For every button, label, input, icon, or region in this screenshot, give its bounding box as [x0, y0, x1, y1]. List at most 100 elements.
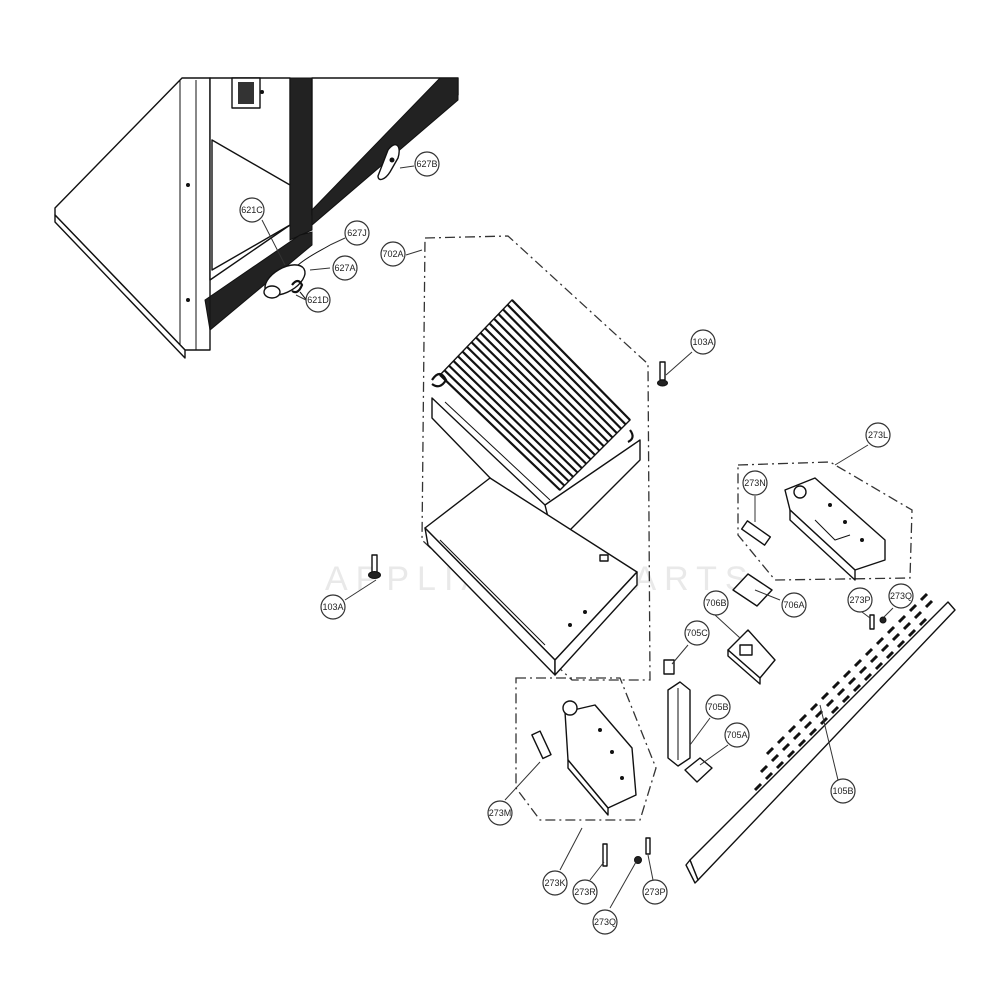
grille-slot: [902, 621, 912, 631]
control-board-273l: [784, 477, 886, 581]
svg-text:706A: 706A: [783, 600, 804, 610]
svg-text:705C: 705C: [686, 628, 708, 638]
callout-273q-right: 273Q: [888, 583, 914, 609]
svg-text:273K: 273K: [544, 878, 565, 888]
grille-slot: [820, 691, 830, 701]
roller-assembly: [263, 244, 331, 306]
assembly-outline-273l: [737, 461, 913, 581]
callout-706a: 706A: [781, 592, 807, 618]
fuse-273n: [740, 520, 772, 546]
callout-621c: 621C: [239, 197, 265, 223]
callout-705b: 705B: [705, 694, 731, 720]
grille-slot: [792, 731, 802, 741]
callout-273q-bottom: 273Q: [592, 909, 618, 935]
svg-text:273Q: 273Q: [594, 917, 616, 927]
grille-slot: [753, 782, 763, 792]
callout-627b: 627B: [414, 151, 440, 177]
svg-text:103A: 103A: [322, 602, 343, 612]
coil-fin: [448, 364, 570, 483]
clip-705c: [663, 659, 675, 675]
coil-fin: [439, 374, 561, 491]
grille-slot: [831, 680, 841, 690]
svg-text:705B: 705B: [707, 702, 728, 712]
grille-slot: [759, 764, 769, 774]
grille-slot: [858, 665, 868, 675]
coil-fin: [484, 327, 605, 448]
grille-slot: [830, 705, 840, 715]
small-screws-right: [869, 614, 887, 630]
screw-103a-top: [657, 361, 668, 387]
fuse-273m: [531, 730, 552, 760]
callout-273p-right: 273P: [847, 587, 873, 613]
relay-706b: [727, 629, 776, 685]
coil-fin: [475, 336, 596, 456]
svg-text:627J: 627J: [347, 228, 367, 238]
coil-fin: [502, 308, 623, 430]
callout-105b: 105B: [830, 778, 856, 804]
grille-slot: [814, 709, 824, 719]
grille-slot: [836, 687, 846, 697]
svg-text:105B: 105B: [832, 786, 853, 796]
svg-text:273M: 273M: [489, 808, 512, 818]
svg-text:627A: 627A: [334, 263, 355, 273]
svg-text:273P: 273P: [644, 887, 665, 897]
bracket-705b: [667, 681, 691, 767]
grille-slot: [891, 632, 901, 642]
front-grille-105b: [685, 592, 956, 884]
grille-slot: [885, 650, 895, 660]
grille-slot: [803, 720, 813, 730]
callout-273k: 273K: [542, 870, 568, 896]
coil-fin: [479, 332, 601, 452]
grille-slot: [776, 735, 786, 745]
callout-627a: 627A: [332, 255, 358, 281]
callout-273l: 273L: [865, 422, 891, 448]
svg-text:627B: 627B: [416, 159, 437, 169]
grille-slot: [808, 727, 818, 737]
grille-slot: [852, 683, 862, 693]
grille-slot: [924, 599, 934, 609]
svg-text:273L: 273L: [868, 430, 888, 440]
grille-slot: [907, 628, 917, 638]
callout-273r: 273R: [572, 879, 598, 905]
callout-706b: 706B: [703, 590, 729, 616]
grille-slot: [869, 654, 879, 664]
grille-slot: [853, 658, 863, 668]
svg-text:273N: 273N: [744, 478, 766, 488]
assembly-outline-702a: [421, 235, 651, 681]
grille-slot: [863, 672, 873, 682]
coil-fin: [493, 317, 614, 439]
grille-slot: [897, 614, 907, 624]
svg-text:273R: 273R: [574, 887, 596, 897]
callout-103a-top: 103A: [690, 329, 716, 355]
svg-text:702A: 702A: [382, 249, 403, 259]
grille-slot: [908, 603, 918, 613]
drain-tray: [424, 477, 638, 676]
cabinet-corner: [54, 77, 459, 359]
svg-text:273Q: 273Q: [890, 591, 912, 601]
grille-slot: [874, 661, 884, 671]
grille-slot: [875, 636, 885, 646]
svg-text:273P: 273P: [849, 595, 870, 605]
grille-slot: [842, 669, 852, 679]
grille-slot: [913, 610, 923, 620]
callout-621d: 621D: [305, 287, 331, 313]
callout-705a: 705A: [724, 722, 750, 748]
grille-slot: [765, 746, 775, 756]
callout-273n: 273N: [742, 470, 768, 496]
hinge-bracket-627b: [377, 144, 400, 181]
coil-fin: [470, 341, 592, 461]
coil-fin: [461, 350, 583, 469]
coil-fin: [443, 369, 566, 487]
grille-slot: [847, 676, 857, 686]
grille-slot: [864, 647, 874, 657]
plate-705a: [684, 757, 713, 783]
callout-103a-left: 103A: [320, 594, 346, 620]
callout-702a: 702A: [380, 241, 406, 267]
control-board-273k: [562, 700, 637, 816]
grille-slot: [797, 738, 807, 748]
grille-slot: [919, 592, 929, 602]
coil-fin: [511, 299, 631, 421]
grille-slot: [775, 760, 785, 770]
cover-706a: [732, 573, 773, 607]
